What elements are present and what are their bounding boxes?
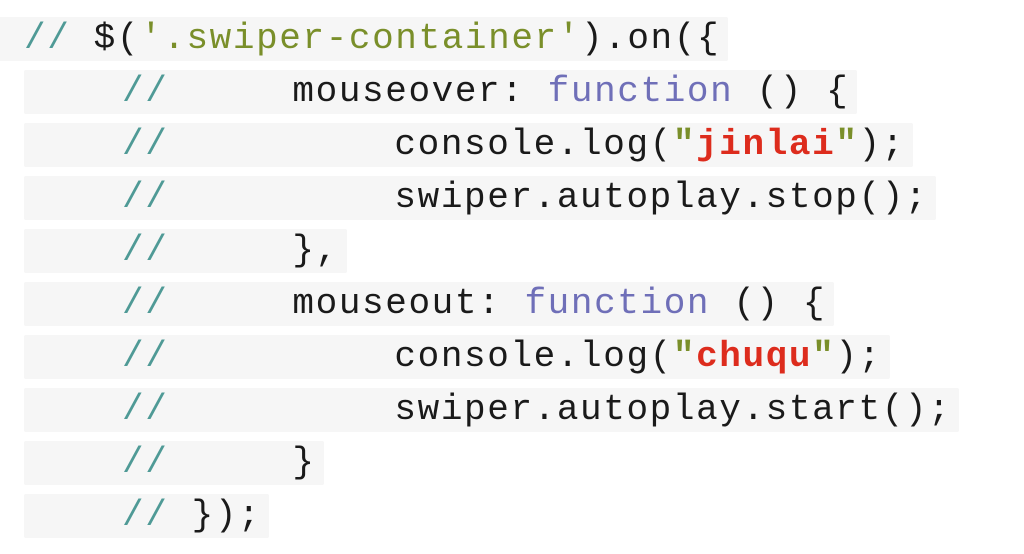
code-line-6: //console.log("chuqu");: [24, 330, 959, 383]
comment-marker: //: [122, 336, 169, 377]
code-line-1: // mouseover: function () {: [24, 65, 959, 118]
code-line-9: // });: [24, 489, 959, 542]
quote-mark: ": [812, 336, 836, 377]
code-text: () {: [710, 283, 827, 324]
code-text: swiper.autoplay.stop();: [394, 177, 929, 218]
string-literal: chuqu: [696, 336, 813, 377]
comment-marker: //: [122, 389, 169, 430]
code-text: swiper.autoplay.start();: [394, 389, 952, 430]
comment-marker: //: [122, 230, 169, 271]
code-line-2: //console.log("jinlai");: [24, 118, 959, 171]
code-text: );: [858, 124, 905, 165]
code-text: }: [292, 442, 316, 483]
code-text: },: [292, 230, 339, 271]
keyword: function: [524, 283, 711, 324]
code-line-3: // swiper.autoplay.stop();: [24, 171, 959, 224]
keyword: function: [547, 71, 734, 112]
string-literal: jinlai: [696, 124, 836, 165]
string-literal: '.swiper-container': [140, 18, 581, 59]
comment-marker: //: [122, 177, 169, 218]
comment-marker: //: [122, 283, 169, 324]
code-line-0: // $('.swiper-container').on({: [0, 12, 959, 65]
quote-mark: ": [672, 124, 697, 165]
comment-marker: //: [122, 442, 169, 483]
code-text: () {: [733, 71, 850, 112]
code-text: mouseover:: [292, 71, 548, 112]
code-text: console.log(: [394, 124, 673, 165]
code-line-5: // mouseout: function () {: [24, 277, 959, 330]
code-text: console.log(: [394, 336, 673, 377]
comment-marker: //: [122, 495, 169, 536]
code-text: });: [191, 495, 262, 536]
code-block: // $('.swiper-container').on({ // mouseov…: [0, 12, 960, 542]
quote-mark: ": [835, 124, 859, 165]
code-text: $(: [93, 18, 141, 59]
comment-marker: //: [24, 18, 71, 59]
comment-marker: //: [122, 124, 169, 165]
code-line-7: // swiper.autoplay.start();: [24, 383, 960, 436]
code-text: );: [835, 336, 882, 377]
code-line-8: //}: [24, 436, 959, 489]
code-text: mouseout:: [292, 283, 525, 324]
code-line-4: //},: [24, 224, 959, 277]
quote-mark: ": [672, 336, 697, 377]
comment-marker: //: [122, 71, 169, 112]
code-text: ).on({: [580, 18, 721, 59]
